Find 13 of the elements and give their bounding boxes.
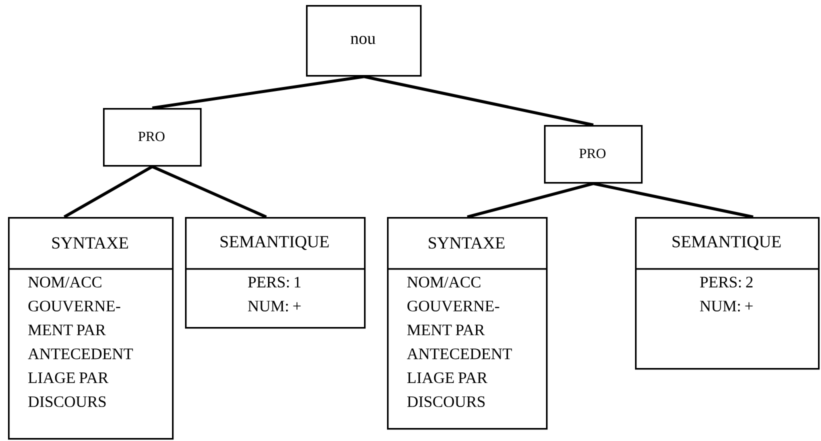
feature-box: SYNTAXE NOM/ACC GOUVERNE- MENT PAR ANTECEDENT LIAGE PAR DISCOURS: [8, 216, 174, 440]
tree-branch: [364, 75, 594, 126]
category-box: PRO: [544, 124, 643, 184]
category-box: PRO: [103, 108, 202, 167]
tree-branch: [466, 182, 594, 218]
feature-box: SEMANTIQUE PERS: 2 NUM: +: [635, 216, 820, 370]
category-box: nou: [306, 5, 422, 77]
tree-branch: [593, 182, 754, 218]
tree-branch: [152, 75, 364, 110]
feature-box: SEMANTIQUE PERS: 1 NUM: +: [185, 216, 366, 329]
feature-box: SYNTAXE NOM/ACC GOUVERNE- MENT PAR ANTECEDENT LIAGE PAR DISCOURS: [387, 216, 548, 430]
tree-branch: [64, 165, 154, 218]
tree-branch: [152, 165, 267, 218]
